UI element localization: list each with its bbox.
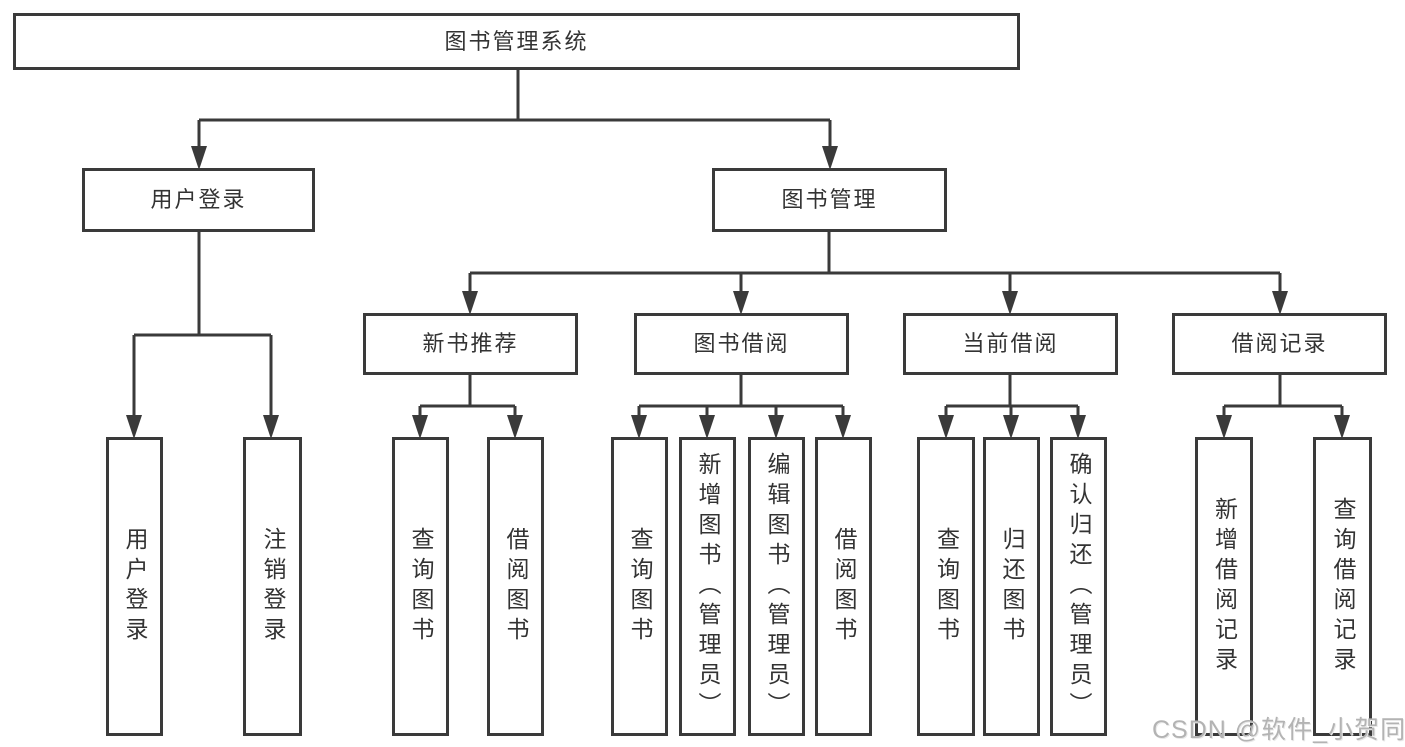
node-add-borrow-record: 新增借阅记录 <box>1195 437 1253 736</box>
node-label: 归还图书 <box>999 526 1025 647</box>
node-label: 用户登录 <box>150 187 247 212</box>
arrowhead-icon <box>1003 415 1019 439</box>
node-return-book: 归还图书 <box>983 437 1040 736</box>
arrowhead-icon <box>1216 415 1232 439</box>
node-label: 用户登录 <box>122 526 148 647</box>
arrowhead-icon <box>631 415 647 439</box>
node-label: 新增图书（管理员） <box>695 451 721 722</box>
node-label: 新增借阅记录 <box>1211 496 1238 677</box>
arrowhead-icon <box>822 146 838 170</box>
node-book-management: 图书管理 <box>712 168 947 232</box>
node-edit-book-admin: 编辑图书（管理员） <box>748 437 805 736</box>
arrowhead-icon <box>1002 291 1018 315</box>
node-query-books-borrowing: 查询图书 <box>611 437 668 736</box>
node-label: 借阅图书 <box>831 526 857 647</box>
node-label: 借阅图书 <box>503 526 529 647</box>
node-confirm-return-admin: 确认归还（管理员） <box>1050 437 1107 736</box>
arrowhead-icon <box>768 415 784 439</box>
node-user-login: 用户登录 <box>82 168 315 232</box>
node-label: 借阅记录 <box>1231 331 1328 356</box>
node-label: 图书管理系统 <box>444 28 589 54</box>
node-new-book-recommendation: 新书推荐 <box>363 313 578 375</box>
node-label: 查询借阅记录 <box>1330 496 1356 677</box>
node-borrow-books-borrowing: 借阅图书 <box>815 437 872 736</box>
node-logout: 注销登录 <box>243 437 302 736</box>
arrowhead-icon <box>462 291 478 315</box>
node-label: 图书借阅 <box>693 331 790 356</box>
node-book-borrowing: 图书借阅 <box>634 313 849 375</box>
node-query-books-recommendation: 查询图书 <box>392 437 449 736</box>
node-user-login-leaf: 用户登录 <box>106 437 163 736</box>
node-add-book-admin: 新增图书（管理员） <box>679 437 736 736</box>
arrowhead-icon <box>126 415 142 439</box>
node-label: 当前借阅 <box>962 331 1059 356</box>
node-library-management-system: 图书管理系统 <box>13 13 1020 70</box>
node-borrowing-records: 借阅记录 <box>1172 313 1387 375</box>
node-label: 注销登录 <box>260 526 286 647</box>
node-query-borrow-record: 查询借阅记录 <box>1313 437 1372 736</box>
arrowhead-icon <box>1070 415 1086 439</box>
arrowhead-icon <box>1272 291 1288 315</box>
node-label: 查询图书 <box>408 526 434 647</box>
arrowhead-icon <box>938 415 954 439</box>
node-label: 新书推荐 <box>422 331 519 356</box>
node-label: 图书管理 <box>781 187 878 212</box>
node-current-borrowing: 当前借阅 <box>903 313 1118 375</box>
watermark-text: CSDN @软件_小贺同学 <box>1152 716 1405 744</box>
arrowhead-icon <box>191 146 207 170</box>
node-label: 确认归还（管理员） <box>1066 451 1092 722</box>
arrowhead-icon <box>699 415 715 439</box>
node-query-books-current: 查询图书 <box>917 437 975 736</box>
node-label: 编辑图书（管理员） <box>764 451 790 722</box>
node-label: 查询图书 <box>933 526 960 647</box>
arrowhead-icon <box>733 291 749 315</box>
arrowhead-icon <box>1334 415 1350 439</box>
arrowhead-icon <box>835 415 851 439</box>
node-borrow-books-recommendation: 借阅图书 <box>487 437 544 736</box>
arrowhead-icon <box>263 415 279 439</box>
node-label: 查询图书 <box>627 526 653 647</box>
arrowhead-icon <box>412 415 428 439</box>
arrowhead-icon <box>507 415 523 439</box>
